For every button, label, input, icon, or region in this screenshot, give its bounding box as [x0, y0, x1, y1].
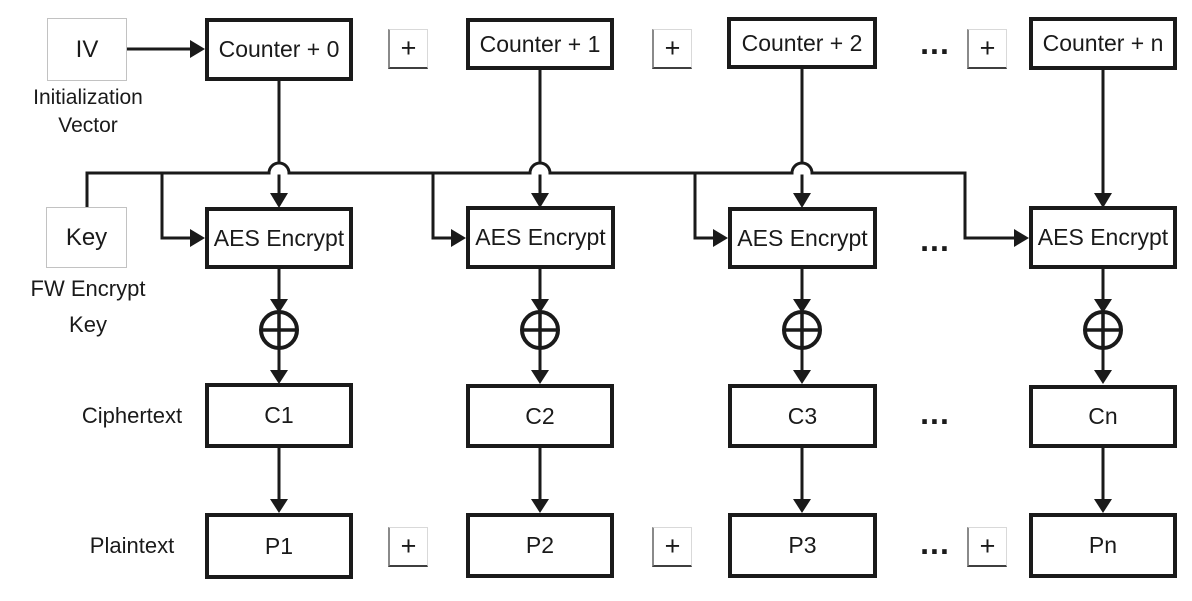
plaintext-box-pn-label: Pn: [1088, 532, 1118, 558]
counter-box-2-label: Counter + 2: [741, 29, 863, 56]
ciphertext-box-c3: C3: [728, 384, 877, 448]
plaintext-box-p1: P1: [205, 513, 353, 579]
counter-plus-operator-2: +: [652, 29, 692, 69]
xor-to-ciphertext-arrow-2: [531, 348, 549, 384]
counter-row-ellipsis: ...: [920, 25, 950, 61]
ciphertext-box-c3-label: C3: [787, 402, 818, 429]
ciphertext-box-c2: C2: [466, 384, 614, 448]
iv-label: IV: [75, 35, 99, 63]
key-branch-arrow-3: [693, 171, 728, 247]
xor-icon-3: [782, 310, 822, 350]
ciphertext-to-plaintext-arrow-4: [1094, 447, 1112, 513]
ciphertext-row-label: Ciphertext: [81, 403, 183, 428]
counter-box-1-label: Counter + 1: [479, 30, 601, 57]
plus-sign: +: [664, 33, 681, 63]
counter-to-aes-arrow-4: [1094, 68, 1112, 208]
iv-box: IV: [47, 18, 127, 81]
aes-encrypt-box-4-label: AES Encrypt: [1037, 224, 1169, 250]
plaintext-box-p3-label: P3: [788, 532, 817, 558]
key-caption-line2: Key: [69, 312, 107, 337]
ciphertext-to-plaintext-arrow-1: [270, 447, 288, 513]
key-caption: FW Encrypt Key: [8, 271, 168, 343]
aes-row-ellipsis: ...: [920, 222, 950, 258]
plaintext-box-p1-label: P1: [264, 532, 294, 559]
aes-to-xor-arrow-4: [1094, 268, 1112, 313]
aes-to-xor-arrow-3: [793, 268, 811, 313]
plaintext-box-p3: P3: [728, 513, 877, 578]
counter-to-aes-arrow-3: [793, 67, 811, 208]
aes-encrypt-box-3-label: AES Encrypt: [737, 224, 868, 251]
plaintext-plus-operator-2: +: [652, 527, 692, 567]
key-caption-line1: FW Encrypt: [30, 276, 146, 301]
aes-encrypt-box-4: AES Encrypt: [1029, 206, 1177, 269]
iv-caption: Initialization Vector: [8, 84, 168, 140]
counter-box-n-label: Counter + n: [1042, 30, 1164, 56]
plaintext-row-ellipsis: ...: [920, 525, 950, 561]
key-branch-arrow-1: [160, 171, 205, 247]
plus-sign: +: [664, 531, 681, 561]
ciphertext-box-c2-label: C2: [525, 402, 555, 429]
xor-to-ciphertext-arrow-3: [793, 348, 811, 384]
counter-box-0-label: Counter + 0: [218, 36, 340, 62]
aes-to-xor-arrow-2: [531, 268, 549, 313]
aes-encrypt-box-2: AES Encrypt: [466, 206, 615, 269]
aes-encrypt-box-3: AES Encrypt: [728, 207, 877, 269]
xor-icon-1: [259, 310, 299, 350]
iv-caption-line1: Initialization: [33, 86, 143, 109]
counter-box-1: Counter + 1: [466, 18, 614, 70]
ciphertext-box-cn: Cn: [1029, 385, 1177, 448]
plaintext-row-label: Plaintext: [89, 533, 175, 558]
counter-box-0: Counter + 0: [205, 18, 353, 81]
aes-encrypt-box-1-label: AES Encrypt: [213, 224, 345, 251]
ciphertext-box-c1: C1: [205, 383, 353, 448]
xor-to-ciphertext-arrow-4: [1094, 348, 1112, 384]
ciphertext-to-plaintext-arrow-3: [793, 447, 811, 513]
counter-plus-operator-3: +: [967, 29, 1007, 69]
counter-box-2: Counter + 2: [727, 17, 877, 69]
key-box: Key: [46, 207, 127, 268]
ciphertext-to-plaintext-arrow-2: [531, 447, 549, 513]
plaintext-box-p2: P2: [466, 513, 614, 578]
ciphertext-box-cn-label: Cn: [1088, 403, 1118, 429]
plaintext-box-pn: Pn: [1029, 513, 1177, 578]
counter-to-aes-arrow-1: [270, 79, 288, 208]
iv-to-counter-arrow: [127, 40, 205, 58]
plus-sign: +: [979, 33, 996, 63]
ciphertext-box-c1-label: C1: [264, 402, 294, 428]
aes-encrypt-box-2-label: AES Encrypt: [475, 224, 606, 250]
counter-box-n: Counter + n: [1029, 17, 1177, 70]
plus-sign: +: [400, 531, 417, 561]
plaintext-box-p2-label: P2: [525, 532, 555, 558]
plus-sign: +: [979, 531, 996, 561]
plaintext-plus-operator-1: +: [388, 527, 428, 567]
ciphertext-row-ellipsis: ...: [920, 395, 950, 431]
iv-caption-line2: Vector: [58, 114, 118, 137]
key-label: Key: [65, 223, 108, 251]
xor-to-ciphertext-arrow-1: [270, 348, 288, 384]
aes-encrypt-box-1: AES Encrypt: [205, 207, 353, 269]
key-branch-arrow-2: [431, 171, 466, 247]
counter-to-aes-arrow-2: [531, 68, 549, 208]
aes-to-xor-arrow-1: [270, 268, 288, 313]
xor-icon-2: [520, 310, 560, 350]
plus-sign: +: [400, 33, 417, 63]
plaintext-plus-operator-3: +: [967, 527, 1007, 567]
xor-icon-4: [1083, 310, 1123, 350]
counter-plus-operator-1: +: [388, 29, 428, 69]
